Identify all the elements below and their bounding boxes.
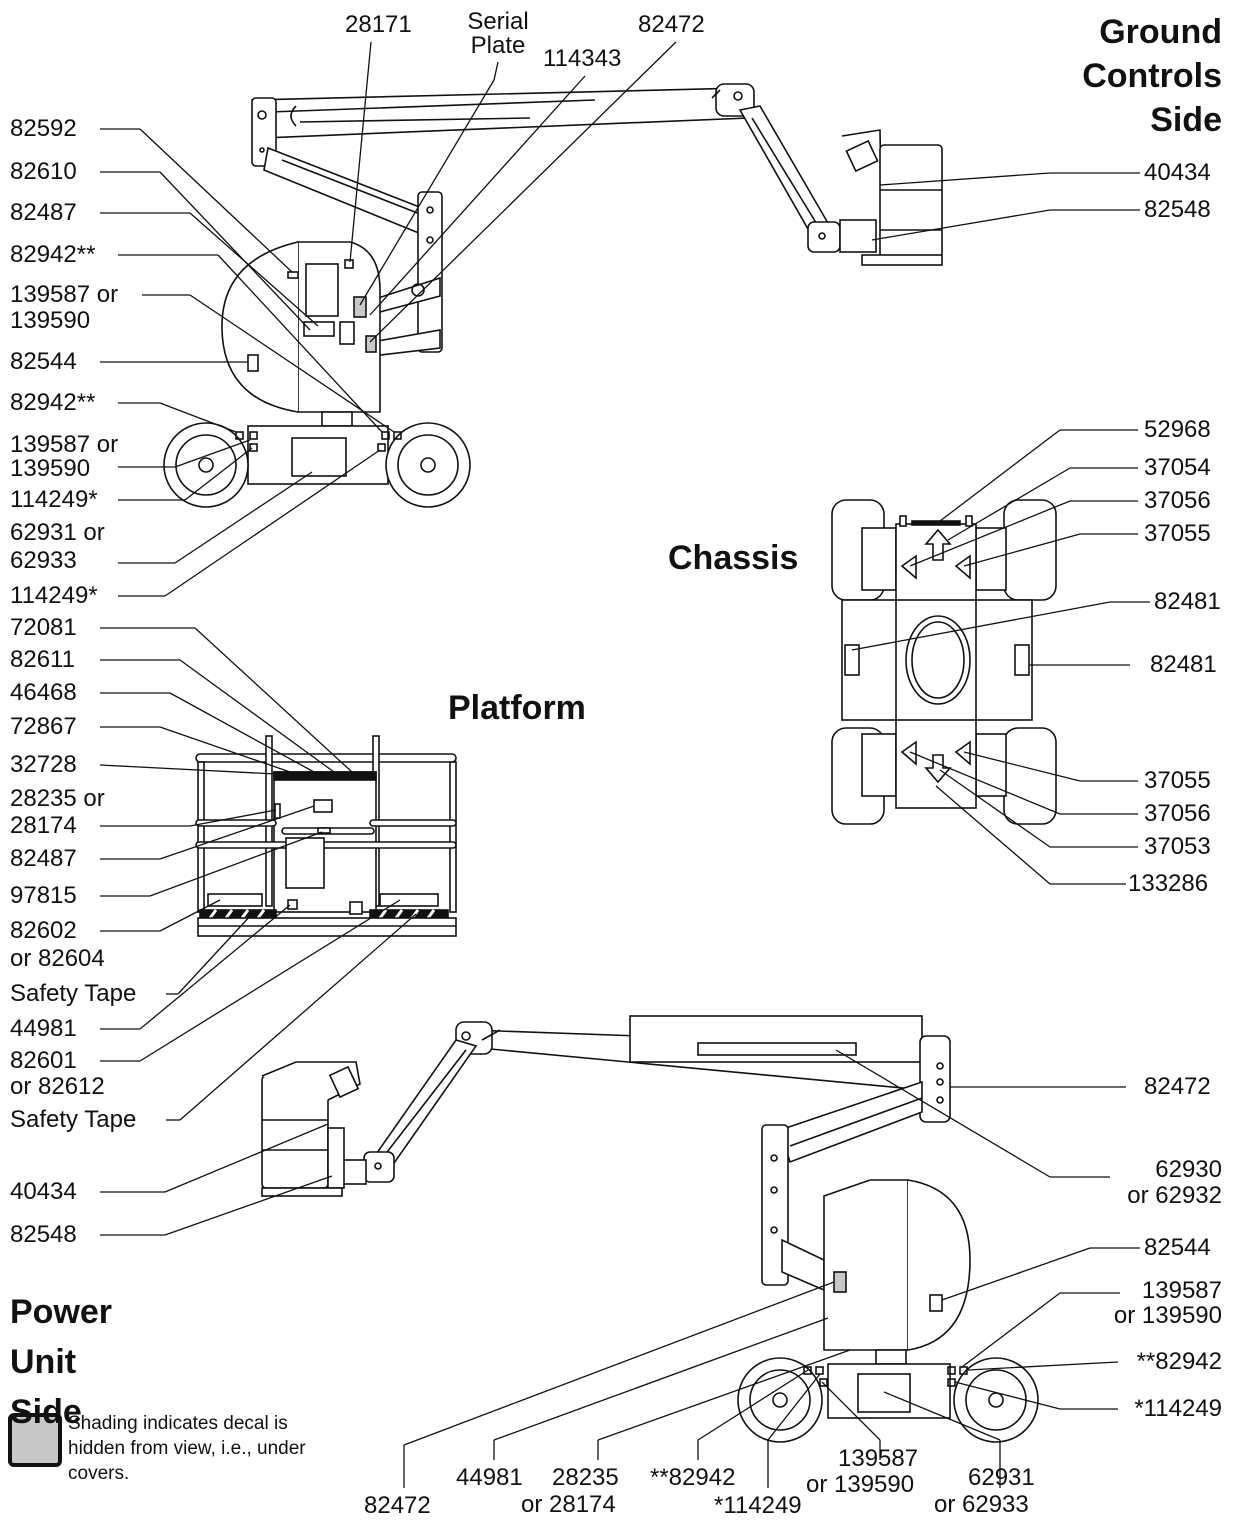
heading-line: Controls <box>1082 57 1222 95</box>
label-decal: 82611 <box>10 646 75 673</box>
heading-line: Side <box>10 1393 82 1431</box>
label-decal: 82481 <box>1154 588 1221 615</box>
label-decal: 82472 <box>1144 1073 1211 1100</box>
label-decal: or 28174 <box>521 1491 616 1518</box>
label-decal: 52968 <box>1144 416 1211 443</box>
heading-line: Side <box>1150 101 1222 139</box>
label-decal: 82610 <box>10 158 77 185</box>
label-decal: 28235 <box>552 1464 619 1491</box>
label-decal: **82942 <box>1136 1348 1222 1375</box>
label-decal: or 62933 <box>934 1491 1029 1518</box>
heading-line: Power <box>10 1293 113 1331</box>
heading-power-unit-side: Power Unit Side <box>10 1287 112 1437</box>
label-decal: 40434 <box>10 1178 77 1205</box>
label-decal: 44981 <box>456 1464 523 1491</box>
label-decal: 139590 <box>10 307 91 334</box>
label-decal: **82942 <box>650 1464 736 1491</box>
power-side-machine <box>261 1015 1039 1443</box>
label-safety-tape: Safety Tape <box>10 980 137 1007</box>
label-decal: 82942** <box>10 389 96 416</box>
label-decal: 37055 <box>1144 767 1211 794</box>
label-decal: 37053 <box>1144 833 1211 860</box>
label-decal: 133286 <box>1128 870 1209 897</box>
label-decal: 139587 or <box>10 281 119 308</box>
label-decal: or 62932 <box>1127 1182 1222 1209</box>
label-decal: or 139590 <box>1113 1302 1222 1329</box>
label-decal: 82481 <box>1150 651 1217 678</box>
label-decal: or 82612 <box>10 1073 105 1100</box>
label-decal: 114249* <box>10 486 98 513</box>
ground-side-leaders <box>100 41 1140 597</box>
label-decal: 82544 <box>10 348 77 375</box>
label-decal: 62930 <box>1155 1156 1222 1183</box>
label-decal: *114249 <box>714 1492 802 1519</box>
label-decal: 37056 <box>1144 487 1211 514</box>
label-decal: 62933 <box>10 547 77 574</box>
label-decal: 37056 <box>1144 800 1211 827</box>
label-safety-tape: Safety Tape <box>10 1106 137 1133</box>
label-decal: 139587 or <box>10 431 119 458</box>
label-decal: or 139590 <box>806 1471 915 1498</box>
label-decal: 82548 <box>1144 196 1211 223</box>
label-decal: 72081 <box>10 614 77 641</box>
label-decal: 139587 <box>838 1445 919 1472</box>
label-decal: 28171 <box>345 11 412 38</box>
label-decal: 82487 <box>10 199 77 226</box>
label-decal: 82544 <box>1144 1234 1211 1261</box>
label-decal: 28174 <box>10 812 77 839</box>
label-decal: 62931 or <box>10 519 105 546</box>
power-side-leaders <box>100 1049 1140 1488</box>
label-decal: 82592 <box>10 115 77 142</box>
label-decal: 82601 <box>10 1047 77 1074</box>
label-decal: 139587 <box>1141 1277 1222 1304</box>
label-decal: 114249* <box>10 582 98 609</box>
label-decal: 114343 <box>543 45 622 72</box>
platform-leaders <box>99 627 417 1121</box>
label-decal: 28235 or <box>10 785 105 812</box>
heading-ground-controls-side: Ground Controls Side <box>1082 10 1222 142</box>
chassis-machine <box>831 499 1057 825</box>
label-decal: 82487 <box>10 845 77 872</box>
label-decal: 82548 <box>10 1221 77 1248</box>
label-decal: 40434 <box>1144 159 1211 186</box>
label-decal: 37054 <box>1144 454 1211 481</box>
legend-shading-swatch <box>8 1413 62 1467</box>
chassis-leaders <box>851 429 1150 885</box>
ground-side-machine <box>163 83 943 508</box>
label-decal: 139590 <box>10 455 91 482</box>
label-decal: 62931 <box>968 1464 1035 1491</box>
label-decal: 82472 <box>638 11 705 38</box>
label-decal: 97815 <box>10 882 77 909</box>
platform-machine <box>195 735 457 937</box>
label-decal: or 82604 <box>10 945 105 972</box>
heading-platform: Platform <box>448 689 586 727</box>
label-decal: 44981 <box>10 1015 77 1042</box>
label-decal: 37055 <box>1144 520 1211 547</box>
label-decal: 46468 <box>10 679 77 706</box>
label-decal: *114249 <box>1134 1395 1222 1422</box>
heading-chassis: Chassis <box>668 539 799 577</box>
legend-text: Shading indicates decal is hidden from v… <box>68 1413 306 1484</box>
label-decal: 82942** <box>10 241 96 268</box>
heading-line: Unit <box>10 1343 77 1381</box>
label-decal: 32728 <box>10 751 77 778</box>
label-serial-plate: Serial Plate <box>467 8 529 59</box>
label-decal: 72867 <box>10 713 77 740</box>
heading-line: Ground <box>1099 13 1222 51</box>
label-decal: 82602 <box>10 917 77 944</box>
label-decal: 82472 <box>364 1492 431 1519</box>
